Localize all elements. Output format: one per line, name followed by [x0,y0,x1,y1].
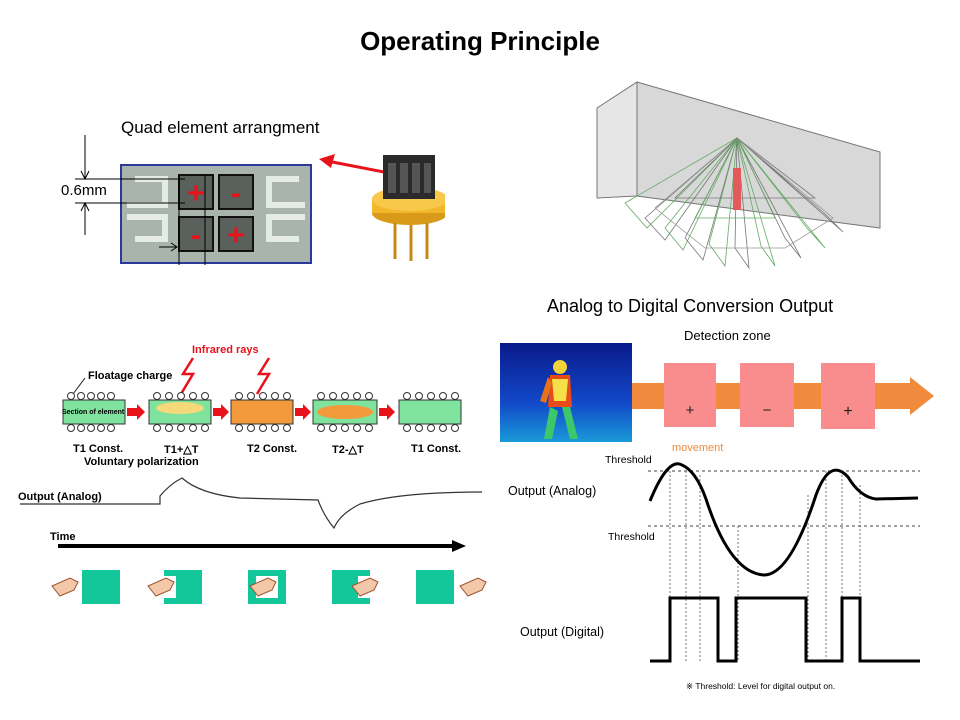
zone-sign-1: + [686,402,695,419]
quad-elements [178,174,254,252]
time-arrowhead [452,540,466,552]
movement-label: movement [672,442,724,454]
stage-3 [230,392,294,432]
time-label: Time [50,531,76,543]
stage-arrow-3 [295,404,311,420]
adc-heading: Analog to Digital Conversion Output [547,296,834,316]
zone-2 [740,363,794,427]
quad-heading: Quad element arrangment [121,118,320,137]
zone-3 [821,363,875,429]
stage-label-4: T2-△T [332,444,364,456]
dimension-lines [75,135,206,265]
analog-output-label: Output (Analog) [508,484,597,498]
adc-waveforms [648,462,920,663]
person-thermal-silhouette [540,360,578,439]
analog-waveform [648,462,919,577]
digital-output-label: Output (Digital) [520,625,605,639]
stage-label-5: T1 Const. [411,443,462,455]
dimension-label: 0.6mm [61,182,107,199]
crossing-guides [669,471,861,661]
sensor-package-icon [372,155,445,261]
stage-1 [62,392,126,432]
zone-sign-3: + [843,403,852,420]
threshold-note: ※ Threshold: Level for digital output on… [686,681,836,691]
stage-5 [398,392,462,432]
stage-4 [312,392,378,432]
stage-label-2: T1+△T [164,444,199,456]
zone-sign-2: − [763,402,772,419]
stage-arrow-2 [213,404,229,420]
person-marker [733,168,741,210]
quad-sign-1: + [187,177,205,210]
quad-sign-2: - [231,177,241,210]
page-title: Operating Principle [360,26,600,56]
quad-element-figure: + - - + [75,135,445,265]
digital-waveform [650,596,920,663]
detection-zone-label: Detection zone [684,328,771,343]
stage-arrow-4 [379,404,395,420]
threshold-upper-label: Threshold [605,454,652,466]
pyro-output-label: Output (Analog) [18,491,102,503]
detection-area-illustration [596,81,881,270]
floatage-label: Floatage charge [88,370,173,382]
stage-2 [148,392,212,432]
ir-bolt-1 [179,357,196,395]
detection-zone-strip: + − + [632,363,934,429]
threshold-lower-label: Threshold [608,531,655,543]
infrared-label: Infrared rays [192,344,259,356]
detection-beams [624,137,844,270]
stage-arrow-1 [127,404,145,420]
zone-1 [664,363,716,427]
quad-sign-4: + [227,219,245,252]
pyro-analog-signal [20,477,487,604]
stage-label-3: T2 Const. [247,443,298,455]
floatage-pointer [72,377,86,395]
pyroelectric-stages [62,357,462,432]
hand-icons [51,577,487,597]
quad-sign-3: - [191,219,201,252]
pointer-arrow [319,154,390,175]
section-label: Section of element [62,409,125,416]
movement-arrowhead [910,377,934,415]
voluntary-label: Voluntary polarization [84,456,199,468]
thermal-image [500,343,632,442]
ir-bolt-2 [255,357,272,395]
stage-label-1: T1 Const. [73,443,124,455]
analog-curve [20,477,483,530]
